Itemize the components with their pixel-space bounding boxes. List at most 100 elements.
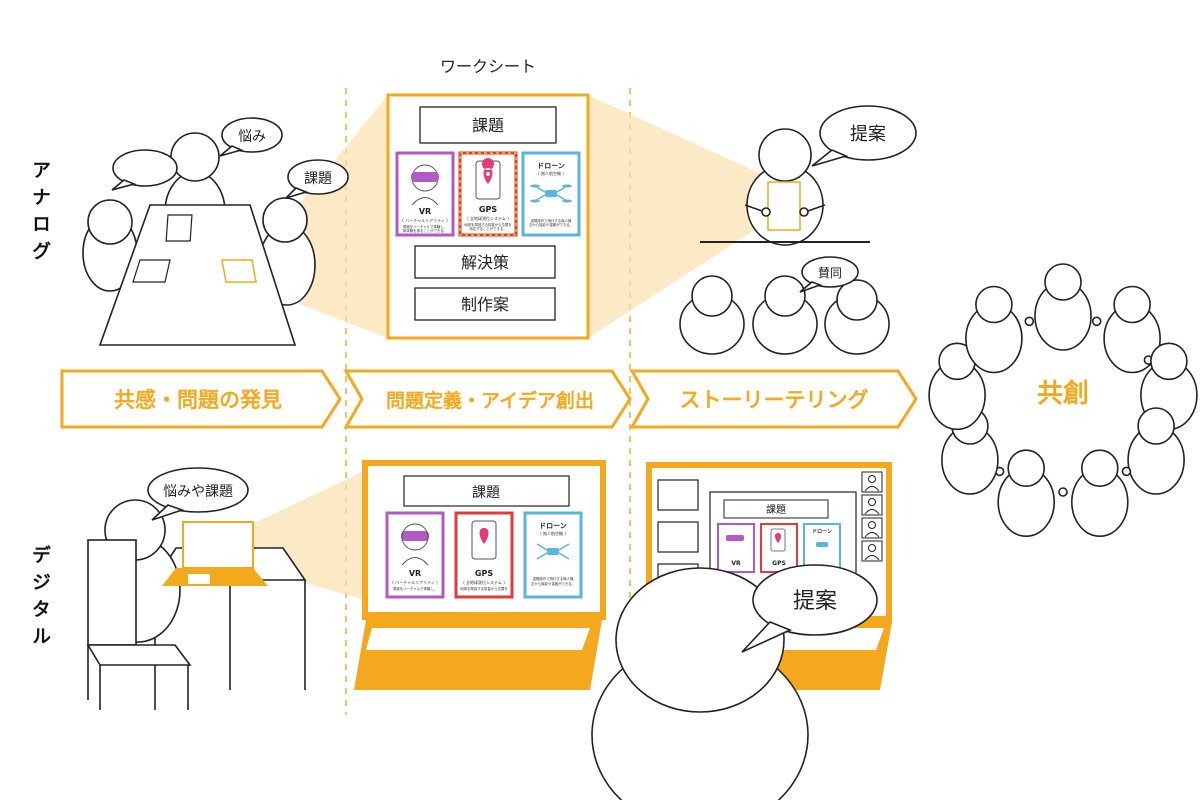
laptop-paper bbox=[188, 574, 210, 584]
card-gps-title: GPS bbox=[479, 205, 497, 214]
digital-presenter-head bbox=[615, 567, 785, 713]
row-label-digital-text: デジタル bbox=[29, 544, 51, 653]
worksheet-solution-box bbox=[414, 245, 556, 279]
tablet-card-gps-title: GPS bbox=[475, 569, 493, 578]
row-label-analog-text: アナログ bbox=[29, 160, 51, 268]
process-step-3 bbox=[629, 369, 918, 429]
paper-top bbox=[165, 214, 193, 242]
cocreation-hand-9 bbox=[1024, 316, 1035, 327]
laptop-base bbox=[162, 568, 268, 586]
tablet-card-gps: GPS ( 全地球測位システム ) 地球を周回する衛星から位置を bbox=[454, 511, 514, 599]
process-bar: 共感・問題の発見 問題定義・アイデア創出 ストーリーテリング bbox=[60, 369, 918, 429]
card-vr-text1: 現実をバーチャルで体験し、 bbox=[403, 224, 447, 229]
participant-tiles bbox=[861, 471, 883, 562]
shared-card-drone bbox=[803, 523, 841, 573]
presenter-head bbox=[758, 128, 812, 182]
person-icon bbox=[868, 544, 876, 552]
person-icon bbox=[868, 521, 876, 529]
tablet-issue-text: 課題 bbox=[472, 485, 500, 501]
speech-bubble-worry-issue-text: 悩みや課題 bbox=[163, 484, 233, 500]
presenter-hand-right bbox=[799, 207, 809, 217]
speech-bubble-empty bbox=[112, 149, 178, 187]
tablet-card-gps-text1: 地球を周回する衛星から位置を bbox=[460, 586, 507, 591]
tablet-card-vr-text1: 現実をバーチャルで体験し、 bbox=[393, 586, 437, 591]
cocreation-person-6-head bbox=[1007, 449, 1045, 488]
shared-card-vr bbox=[717, 523, 755, 573]
paper-left bbox=[132, 259, 171, 283]
process-step-3-text: ストーリーテリング bbox=[680, 388, 869, 412]
worksheet-issue-box bbox=[419, 106, 557, 144]
tablet-card-gps-subtitle: ( 全地球測位システム ) bbox=[463, 579, 505, 585]
paper-right bbox=[221, 259, 257, 283]
cocreation-person-9-head bbox=[975, 285, 1013, 324]
cocreation-hand-4 bbox=[1121, 466, 1132, 477]
speech-bubble-proposal-digital-text: 提案 bbox=[793, 589, 837, 614]
speech-bubble-proposal-digital-tail bbox=[741, 621, 793, 653]
analog-meeting-scene: 悩み 課題 bbox=[82, 95, 388, 346]
shared-card-gps-title: GPS bbox=[772, 560, 786, 567]
card-drone-title: ドローン bbox=[537, 162, 565, 170]
card-vr: VR ( バーチャルリアリティ ) 現実をバーチャルで体験し、 新体験を得ること… bbox=[395, 151, 455, 237]
tablet-keyboard-panel bbox=[366, 628, 590, 650]
tablet-issue-box bbox=[403, 475, 570, 507]
tablet-card-drone-text2: 空から撮影や運搬ができる。 bbox=[531, 581, 575, 586]
person-center-head bbox=[170, 132, 220, 182]
card-gps-subtitle: ( 全地球測位システム ) bbox=[467, 215, 509, 221]
speech-bubble-proposal-tail bbox=[811, 149, 849, 167]
worksheet-issue-text: 課題 bbox=[472, 116, 504, 135]
card-vr-title: VR bbox=[419, 207, 431, 216]
card-drone-text1: 遠隔操作で飛行する無人機 bbox=[531, 218, 572, 223]
card-gps-text2: 特定することができる。 bbox=[469, 226, 506, 231]
vr-headset-icon bbox=[726, 535, 744, 541]
cocreation-circle bbox=[928, 263, 1198, 538]
person-icon-body bbox=[864, 555, 880, 561]
person-icon-body bbox=[864, 486, 880, 492]
digital-tablet-scene: 課題 VR ( バーチャルリアリティ ) 現実をバーチャルで体験し、 GPS (… bbox=[354, 460, 606, 690]
process-step-1 bbox=[60, 369, 342, 429]
vr-headset-icon bbox=[411, 164, 439, 206]
vr-headset-icon bbox=[401, 531, 429, 541]
laptop-icon bbox=[162, 521, 268, 586]
cocreation-person-3-head bbox=[1150, 342, 1188, 381]
card-gps-text1: 地球を周回する衛星から位置を bbox=[464, 222, 511, 227]
speech-bubble-worry-tail bbox=[219, 145, 244, 157]
speech-bubble-worry bbox=[221, 117, 283, 153]
slide-thumb-2 bbox=[657, 521, 699, 553]
cocreation-person-5-head bbox=[1081, 449, 1119, 488]
speech-bubble-agree-tail bbox=[799, 281, 823, 293]
audience-2-head bbox=[764, 275, 806, 317]
drone-icon bbox=[536, 543, 570, 560]
person-right-head bbox=[262, 197, 308, 243]
cocreation-person-4-head bbox=[1137, 407, 1175, 445]
speech-bubble-proposal bbox=[819, 105, 917, 161]
process-step-1-text: 共感・問題の発見 bbox=[114, 388, 282, 412]
worksheet-production-text: 制作案 bbox=[461, 295, 509, 314]
card-drone-text2: 空から撮影や運搬ができる。 bbox=[529, 222, 573, 227]
speech-bubble-empty-tail bbox=[111, 179, 137, 191]
shared-card-drone-title: ドローン bbox=[812, 529, 832, 535]
speech-bubble-proposal-digital bbox=[752, 564, 878, 636]
card-vr-subtitle: ( バーチャルリアリティ ) bbox=[402, 217, 448, 223]
tablet-card-vr-subtitle: ( バーチャルリアリティ ) bbox=[392, 579, 438, 585]
digital-online-scene: 課題 VR GPS ドローン 提案 bbox=[591, 462, 892, 800]
presenter-paper bbox=[767, 181, 801, 231]
person-icon-body bbox=[864, 509, 880, 515]
speech-bubble-issue-tail bbox=[285, 187, 309, 199]
person-left-head bbox=[87, 199, 133, 245]
shared-issue-box bbox=[723, 499, 829, 519]
tablet-card-vr-title: VR bbox=[409, 569, 421, 578]
person-icon bbox=[868, 498, 876, 506]
highlight-beam-proposal bbox=[588, 95, 770, 338]
laptop-screen bbox=[182, 521, 254, 569]
cocreation-person-2-head bbox=[1113, 285, 1151, 324]
shared-issue-text: 課題 bbox=[766, 503, 786, 516]
chair-icon bbox=[86, 539, 192, 710]
audience-3-head bbox=[836, 279, 878, 321]
shared-card-vr-title: VR bbox=[731, 560, 741, 567]
speech-bubble-worry-issue-tail bbox=[151, 504, 185, 521]
tablet-card-drone-text1: 遠隔操作で飛行する無人機 bbox=[533, 576, 574, 581]
person-icon-body bbox=[864, 532, 880, 538]
tablet-card-drone-subtitle: ( 無人航空機 ) bbox=[540, 530, 566, 536]
person-icon bbox=[868, 475, 876, 483]
